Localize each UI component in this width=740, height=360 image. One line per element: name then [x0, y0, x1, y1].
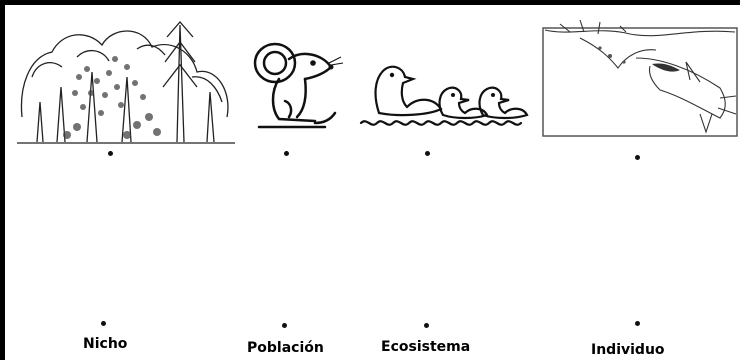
dot-nicho-bottom[interactable]	[101, 321, 106, 326]
label-individuo: Individuo	[591, 342, 665, 358]
label-ecosistema: Ecosistema	[381, 339, 471, 355]
mouse-icon	[253, 42, 344, 129]
dot-nicho-top[interactable]	[108, 151, 113, 156]
shark-icon	[542, 19, 738, 137]
dot-ecosistema-bottom[interactable]	[424, 323, 429, 328]
dot-poblacion-bottom[interactable]	[282, 323, 287, 328]
dot-individuo-top[interactable]	[635, 155, 640, 160]
dot-ecosistema-top[interactable]	[425, 151, 430, 156]
label-poblacion: Población	[247, 340, 324, 356]
dot-individuo-bottom[interactable]	[635, 321, 640, 326]
forest-icon	[17, 21, 235, 144]
dot-poblacion-top[interactable]	[284, 151, 289, 156]
label-nicho: Nicho	[83, 336, 128, 352]
ducks-icon	[359, 65, 529, 126]
